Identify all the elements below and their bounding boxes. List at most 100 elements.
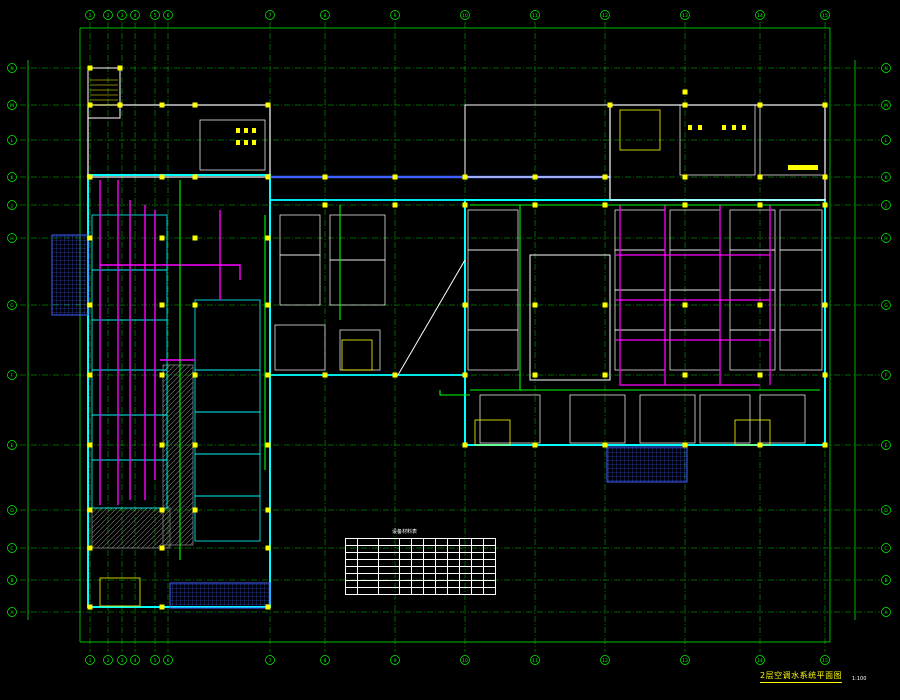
table-cell — [471, 538, 484, 546]
table-cell — [357, 538, 379, 546]
table-cell — [423, 580, 436, 588]
grid-bubble — [881, 100, 891, 110]
grid-bubble — [881, 607, 891, 617]
table-row — [345, 538, 496, 546]
table-cell — [399, 545, 412, 553]
table-cell — [447, 580, 460, 588]
table-cell — [471, 573, 484, 581]
hatch-gray-lower — [91, 507, 171, 549]
grid-bubble — [881, 370, 891, 380]
table-cell — [423, 566, 436, 574]
grid-bubble-label: E — [885, 443, 888, 449]
column-marker — [822, 372, 828, 378]
column-marker — [192, 302, 198, 308]
table-cell — [483, 545, 496, 553]
grid-bubble — [7, 100, 17, 110]
grid-bubble-label: A — [884, 610, 888, 616]
column-marker — [159, 507, 165, 513]
grid-bubble — [163, 10, 173, 20]
diagonal-guide — [397, 259, 466, 376]
grid-bubble — [530, 10, 540, 20]
table-cell — [345, 559, 358, 567]
column-marker — [265, 174, 271, 180]
drawing-scale: 1:100 — [852, 676, 867, 682]
column-marker — [265, 102, 271, 108]
grid-bubble-label: H — [10, 236, 13, 242]
column-marker — [757, 302, 763, 308]
table-cell — [459, 552, 472, 560]
grid-bubble — [103, 10, 113, 20]
grid-bubble — [820, 655, 830, 665]
north-block — [464, 104, 611, 178]
pipes-right — [615, 205, 771, 386]
table-cell — [345, 573, 358, 581]
grid-bubble — [881, 63, 891, 73]
column-marker — [117, 65, 123, 71]
column-marker — [822, 302, 828, 308]
column-marker — [87, 65, 93, 71]
column-marker — [822, 202, 828, 208]
grid-bubble-label: 1 — [89, 658, 92, 664]
column-marker — [462, 302, 468, 308]
table-cell — [447, 538, 460, 546]
table-cell — [423, 587, 436, 595]
column-marker — [159, 302, 165, 308]
table-cell — [471, 566, 484, 574]
grid-bubble — [755, 10, 765, 20]
column-marker — [87, 545, 93, 551]
column-marker — [682, 89, 688, 95]
stair-bottom-left — [99, 577, 141, 607]
table-cell — [357, 545, 379, 553]
column-marker — [87, 102, 93, 108]
grid-bubble-label: 2 — [107, 658, 110, 664]
column-marker — [392, 202, 398, 208]
table-cell — [399, 559, 412, 567]
column-marker — [192, 102, 198, 108]
column-marker — [87, 235, 93, 241]
column-marker — [159, 372, 165, 378]
grid-bubble — [7, 370, 17, 380]
table-cell — [459, 566, 472, 574]
grid-bubble-label: G — [10, 303, 14, 309]
stair-hatch — [90, 79, 118, 106]
grid-bubble — [265, 655, 275, 665]
grid-bubble — [881, 200, 891, 210]
column-marker — [757, 102, 763, 108]
column-marker — [757, 372, 763, 378]
table-cell — [471, 587, 484, 595]
hatch-bottom-left — [169, 582, 271, 609]
column-marker — [322, 372, 328, 378]
column-marker — [602, 202, 608, 208]
grid-bubble-label: 3 — [121, 13, 124, 19]
grid-bubble — [265, 10, 275, 20]
grid-bubble-label: 10 — [462, 658, 468, 664]
building-outline — [51, 67, 826, 609]
grid-bubble-label: 13 — [682, 658, 688, 664]
column-marker — [682, 302, 688, 308]
column-marker — [532, 302, 538, 308]
table-cell — [411, 538, 424, 546]
table-row — [345, 587, 496, 595]
grid-bubble-label: N — [10, 66, 13, 72]
table-row — [345, 559, 496, 567]
grid-bubble-label: L — [11, 138, 14, 144]
grid-bubble-label: 12 — [602, 658, 608, 664]
grid-bubble — [680, 655, 690, 665]
table-cell — [378, 552, 400, 560]
column-marker — [265, 604, 271, 610]
column-marker — [87, 442, 93, 448]
grid-bubble-label: 8 — [324, 13, 327, 19]
column-marker — [682, 174, 688, 180]
column-marker — [757, 442, 763, 448]
right-rooms — [274, 209, 823, 444]
grid-bubble — [7, 135, 17, 145]
equipment-table — [345, 538, 496, 595]
grid-bubble-label: 15 — [822, 13, 828, 19]
middle-block — [269, 199, 466, 376]
column-marker — [682, 202, 688, 208]
grid-bubble — [7, 172, 17, 182]
column-marker — [192, 507, 198, 513]
pipes-left — [99, 180, 241, 505]
right-wing-upper — [609, 104, 826, 201]
table-cell — [357, 587, 379, 595]
